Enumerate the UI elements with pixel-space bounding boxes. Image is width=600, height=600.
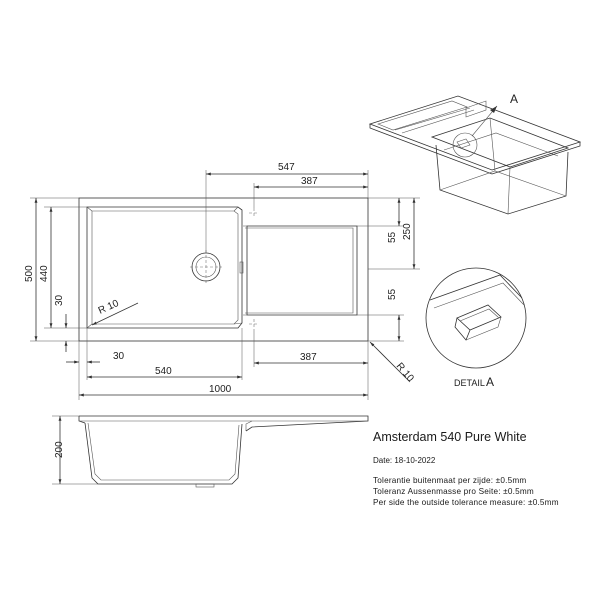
isometric-view: A bbox=[368, 92, 582, 215]
dim-540: 540 bbox=[155, 366, 172, 377]
iso-callout-letter: A bbox=[510, 92, 518, 106]
dim-250: 250 bbox=[402, 223, 413, 240]
dim-55-top: 55 bbox=[387, 231, 398, 243]
dim-200: 200 bbox=[54, 441, 65, 458]
dim-55-bottom: 55 bbox=[387, 288, 398, 300]
dim-387-top: 387 bbox=[301, 176, 318, 187]
dim-440: 440 bbox=[39, 265, 50, 282]
tolerance-english: Per side the outside tolerance measure: … bbox=[373, 498, 559, 507]
document-date: Date: 18-10-2022 bbox=[373, 456, 436, 465]
title-block: Amsterdam 540 Pure White Date: 18-10-202… bbox=[373, 430, 598, 508]
detail-a-view: DETAIL A bbox=[425, 267, 527, 389]
dim-387-bottom: 387 bbox=[300, 352, 317, 363]
top-view bbox=[78, 197, 369, 342]
radius-outer: R 10 bbox=[394, 361, 416, 385]
dim-30-bottom: 30 bbox=[113, 351, 125, 362]
tolerance-dutch: Tolerantie buitenmaat per zijde: ±0.5mm bbox=[373, 476, 527, 485]
detail-label: DETAIL bbox=[454, 378, 485, 388]
dim-1000: 1000 bbox=[209, 384, 232, 395]
side-view: 200 bbox=[52, 415, 369, 488]
dim-30-vertical: 30 bbox=[54, 294, 65, 306]
dim-547: 547 bbox=[278, 162, 295, 173]
detail-letter: A bbox=[486, 375, 494, 389]
dim-500: 500 bbox=[24, 265, 35, 282]
radius-inner: R 10 bbox=[97, 298, 121, 317]
model-title: Amsterdam 540 Pure White bbox=[373, 430, 527, 444]
tolerance-german: Toleranz Aussenmasse pro Seite: ±0.5mm bbox=[373, 487, 534, 496]
